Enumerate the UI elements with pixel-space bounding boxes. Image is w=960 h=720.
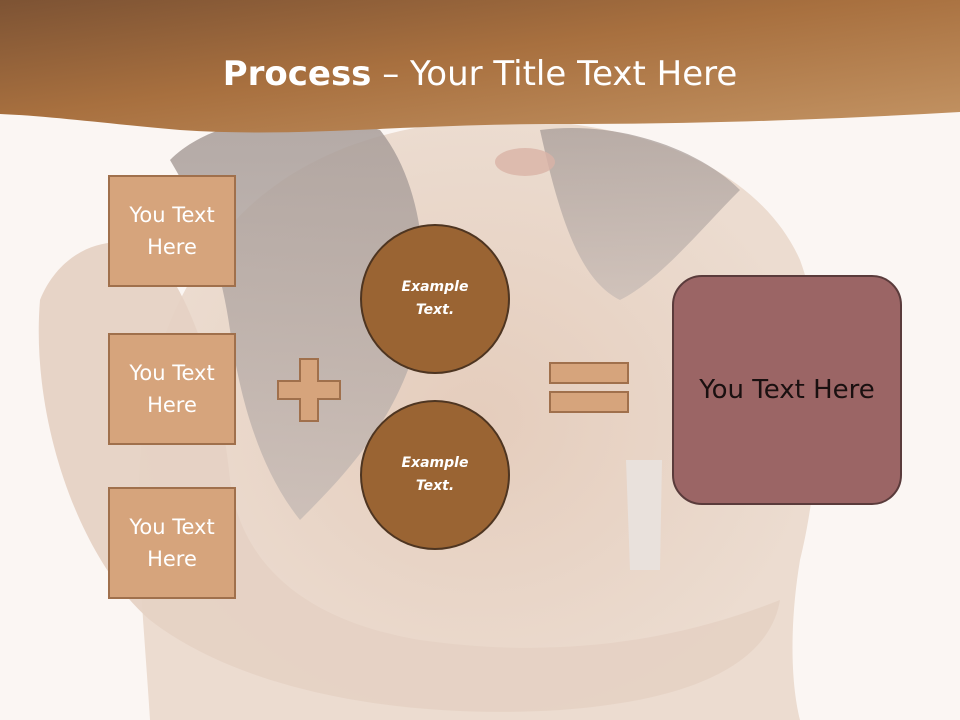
result-box: You Text Here (672, 275, 902, 505)
input-box-2: You Text Here (108, 333, 236, 445)
input-box-3: You Text Here (108, 487, 236, 599)
input-box-1: You Text Here (108, 175, 236, 287)
input-box-label: You Text Here (129, 361, 215, 417)
circle-label: Example Text. (401, 279, 469, 318)
input-box-label: You Text Here (129, 515, 215, 571)
title-rest: – Your Title Text Here (371, 54, 738, 94)
page-title: Process – Your Title Text Here (0, 50, 960, 98)
result-label: You Text Here (699, 375, 875, 405)
input-box-label: You Text Here (129, 203, 215, 259)
example-circle-2: Example Text. (360, 400, 510, 550)
equals-icon (549, 362, 629, 413)
example-circle-1: Example Text. (360, 224, 510, 374)
title-bold: Process (222, 54, 372, 94)
plus-icon (277, 358, 341, 422)
header-band (0, 0, 960, 133)
circle-label: Example Text. (401, 455, 469, 494)
